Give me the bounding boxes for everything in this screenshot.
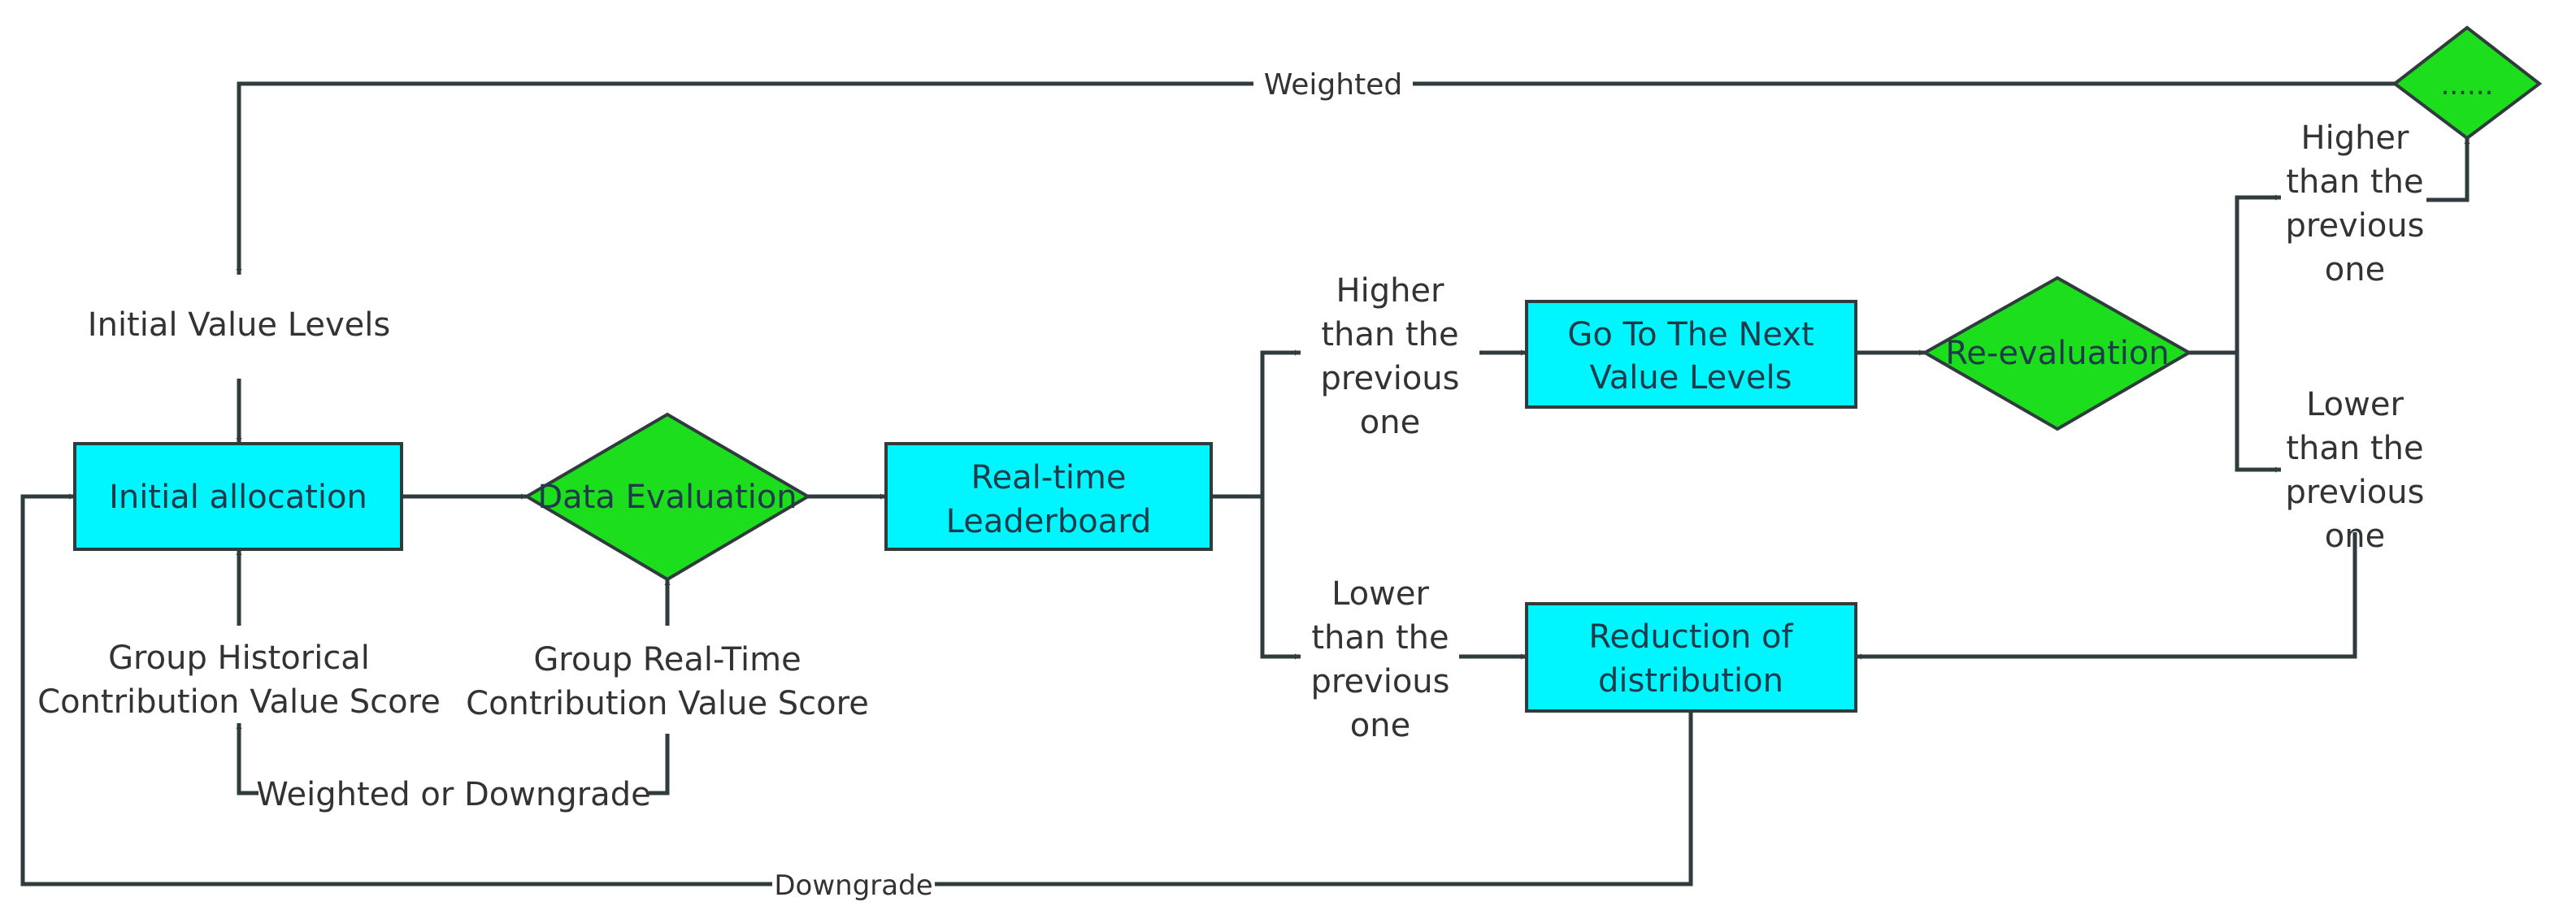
node-re-evaluation: Re-evaluation: [1921, 275, 2193, 431]
label-higher-2: Higher than the previous one: [2285, 119, 2424, 288]
label-higher-2-line3: previous: [2285, 207, 2424, 245]
node-next-value-levels-line1: Go To The Next: [1567, 316, 1814, 353]
edge-label-downgrade: Downgrade: [774, 869, 932, 902]
label-lower-2-line1: Lower: [2306, 386, 2404, 423]
label-higher-2-line4: one: [2325, 251, 2385, 288]
node-data-evaluation: Data Evaluation: [523, 412, 811, 582]
node-realtime-leaderboard-line1: Real-time: [971, 459, 1126, 496]
label-lower-2-line3: previous: [2285, 474, 2424, 511]
label-lower-2-line2: than the: [2286, 430, 2423, 467]
label-group-realtime-line2: Contribution Value Score: [466, 685, 869, 722]
edge-higher2-to-ellipsis: [2426, 138, 2470, 202]
label-higher-1-line2: than the: [1321, 316, 1458, 353]
label-lower-2: Lower than the previous one: [2285, 386, 2424, 555]
label-higher-1-line1: Higher: [1336, 272, 1445, 310]
label-higher-2-line2: than the: [2286, 163, 2423, 201]
node-initial-allocation-label: Initial allocation: [109, 479, 367, 516]
node-re-evaluation-label: Re-evaluation: [1945, 335, 2169, 372]
node-realtime-leaderboard-line2: Leaderboard: [946, 503, 1152, 540]
label-lower-1-line1: Lower: [1331, 575, 1429, 613]
label-higher-2-line1: Higher: [2301, 119, 2410, 157]
label-lower-1-line2: than the: [1311, 619, 1449, 657]
label-group-historical: Group Historical Contribution Value Scor…: [37, 639, 441, 721]
edge-lower2-to-reduction: [1856, 532, 2357, 660]
node-ellipsis-label: ......: [2441, 69, 2494, 102]
edge-weighted-loop: [236, 81, 2395, 275]
edge-reevaluation-split-lower: [2235, 353, 2281, 473]
label-lower-1: Lower than the previous one: [1310, 575, 1449, 744]
node-reduction-line1: Reduction of: [1588, 618, 1793, 656]
label-group-realtime-line1: Group Real-Time: [533, 641, 801, 678]
edge-leaderboard-split: [1211, 349, 1301, 499]
edge-downgrade-loop: [20, 493, 1693, 886]
edge-leaderboard-split-lower: [1260, 496, 1301, 660]
label-lower-2-line4: one: [2325, 518, 2385, 555]
edge-label-weighted-or-downgrade: Weighted or Downgrade: [256, 776, 650, 813]
node-next-value-levels-line2: Value Levels: [1590, 359, 1792, 397]
label-group-realtime: Group Real-Time Contribution Value Score: [466, 641, 869, 722]
label-lower-1-line4: one: [1350, 707, 1410, 744]
edge-labels: Weighted Weighted or Downgrade Downgrade: [256, 62, 1413, 904]
node-realtime-leaderboard: Real-time Leaderboard: [884, 442, 1213, 551]
edges: [20, 81, 2470, 886]
label-initial-value-levels: Initial Value Levels: [88, 306, 390, 344]
label-group-historical-line2: Contribution Value Score: [37, 683, 441, 721]
node-ellipsis: ......: [2391, 25, 2543, 141]
label-lower-1-line3: previous: [1310, 663, 1449, 700]
label-group-historical-line1: Group Historical: [108, 639, 370, 677]
label-higher-1-line3: previous: [1320, 360, 1459, 397]
node-data-evaluation-label: Data Evaluation: [537, 479, 797, 516]
node-initial-allocation: Initial allocation: [73, 442, 403, 551]
label-higher-1: Higher than the previous one: [1320, 272, 1459, 441]
edge-reevaluation-split-higher: [2189, 194, 2281, 355]
node-next-value-levels: Go To The Next Value Levels: [1525, 300, 1857, 409]
label-higher-1-line4: one: [1360, 404, 1420, 441]
edge-label-weighted: Weighted: [1264, 68, 1402, 102]
node-reduction-of-distribution: Reduction of distribution: [1525, 602, 1857, 713]
node-reduction-line2: distribution: [1598, 662, 1783, 700]
